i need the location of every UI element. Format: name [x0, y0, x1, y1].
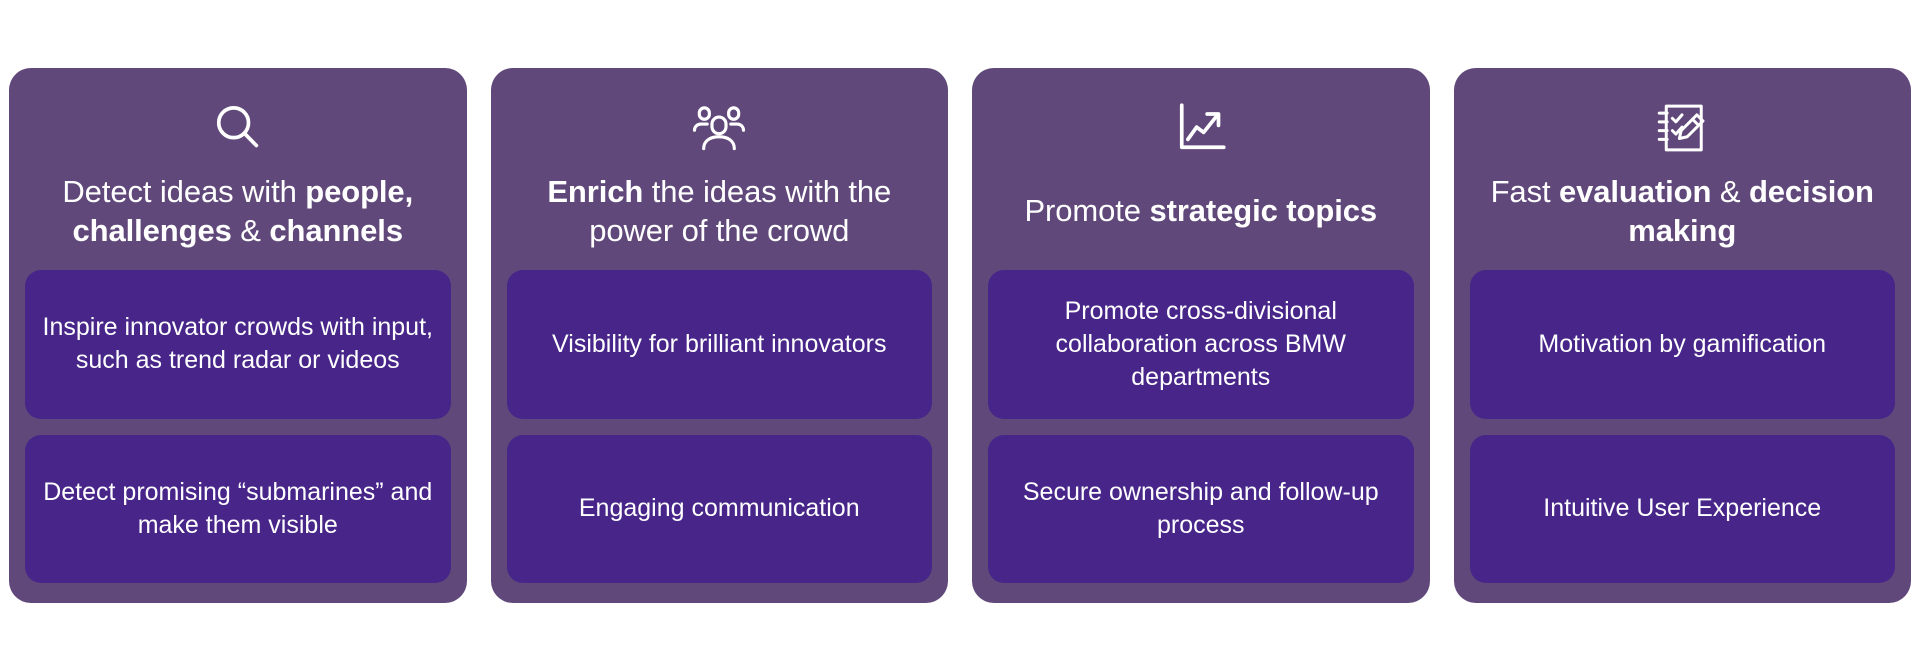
card-title-plain: Promote: [1024, 193, 1150, 229]
card-title-plain: &: [231, 213, 270, 248]
benefit-bullet-label: Secure ownership and follow-up process: [1022, 477, 1379, 539]
benefit-bullet: Detect promising “submarines” and make t…: [25, 434, 451, 583]
card-title-emphasis: strategic topics: [1149, 193, 1377, 229]
benefit-bullet: Visibility for brilliant innovators: [506, 270, 932, 419]
benefit-bullet-label: Motivation by gamification: [1538, 329, 1827, 358]
card-title-text: Enrich the ideas with the power of the c…: [511, 172, 929, 250]
checklist-notepad-pencil-icon: [1470, 94, 1896, 162]
benefit-bullet: Secure ownership and follow-up process: [988, 434, 1414, 583]
people-group-icon: [507, 94, 933, 162]
card-title-emphasis: people, challenges: [72, 173, 414, 248]
card-title-emphasis: Enrich: [547, 173, 644, 209]
benefit-bullet-list: Inspire innovator crowds with input, suc…: [25, 270, 451, 583]
card-title-plain: the ideas with the power of the crowd: [589, 173, 892, 248]
benefit-bullet-label: Detect promising “submarines” and make t…: [43, 477, 433, 539]
card-title-plain: Detect ideas with: [62, 173, 306, 209]
benefit-bullet: Intuitive User Experience: [1469, 434, 1895, 583]
card-title: Promote strategic topics: [988, 170, 1414, 252]
benefit-bullet-label: Intuitive User Experience: [1543, 494, 1822, 523]
benefit-bullet-label: Inspire innovator crowds with input, suc…: [42, 313, 433, 375]
benefit-bullet: Motivation by gamification: [1469, 270, 1895, 419]
card-title-emphasis: decision making: [1628, 173, 1874, 248]
benefit-bullet-label: Engaging communication: [578, 494, 860, 523]
card-title-plain: Fast: [1490, 173, 1559, 209]
card-title-emphasis: evaluation: [1559, 173, 1712, 209]
benefit-card: Enrich the ideas with the power of the c…: [490, 68, 948, 603]
card-title-plain: &: [1711, 173, 1749, 209]
benefit-bullet-label: Visibility for brilliant innovators: [552, 329, 887, 358]
benefit-bullet-label: Promote cross-divisional collaboration a…: [1055, 296, 1346, 391]
card-title-text: Fast evaluation & decision making: [1474, 172, 1892, 250]
card-title-emphasis: channels: [269, 213, 403, 248]
card-title: Enrich the ideas with the power of the c…: [507, 170, 933, 252]
benefit-bullet: Inspire innovator crowds with input, suc…: [25, 270, 451, 419]
benefit-bullet: Engaging communication: [506, 434, 932, 583]
card-title: Detect ideas with people, challenges & c…: [25, 170, 451, 252]
card-title-text: Detect ideas with people, challenges & c…: [29, 172, 447, 250]
benefit-bullet-list: Promote cross-divisional collaboration a…: [988, 270, 1414, 583]
growth-chart-arrow-icon: [988, 94, 1414, 162]
benefit-bullet: Promote cross-divisional collaboration a…: [988, 270, 1414, 419]
magnifier-search-icon: [25, 94, 451, 162]
benefit-card: Detect ideas with people, challenges & c…: [9, 68, 467, 603]
card-title-text: Promote strategic topics: [992, 191, 1410, 230]
card-title: Fast evaluation & decision making: [1470, 170, 1896, 252]
